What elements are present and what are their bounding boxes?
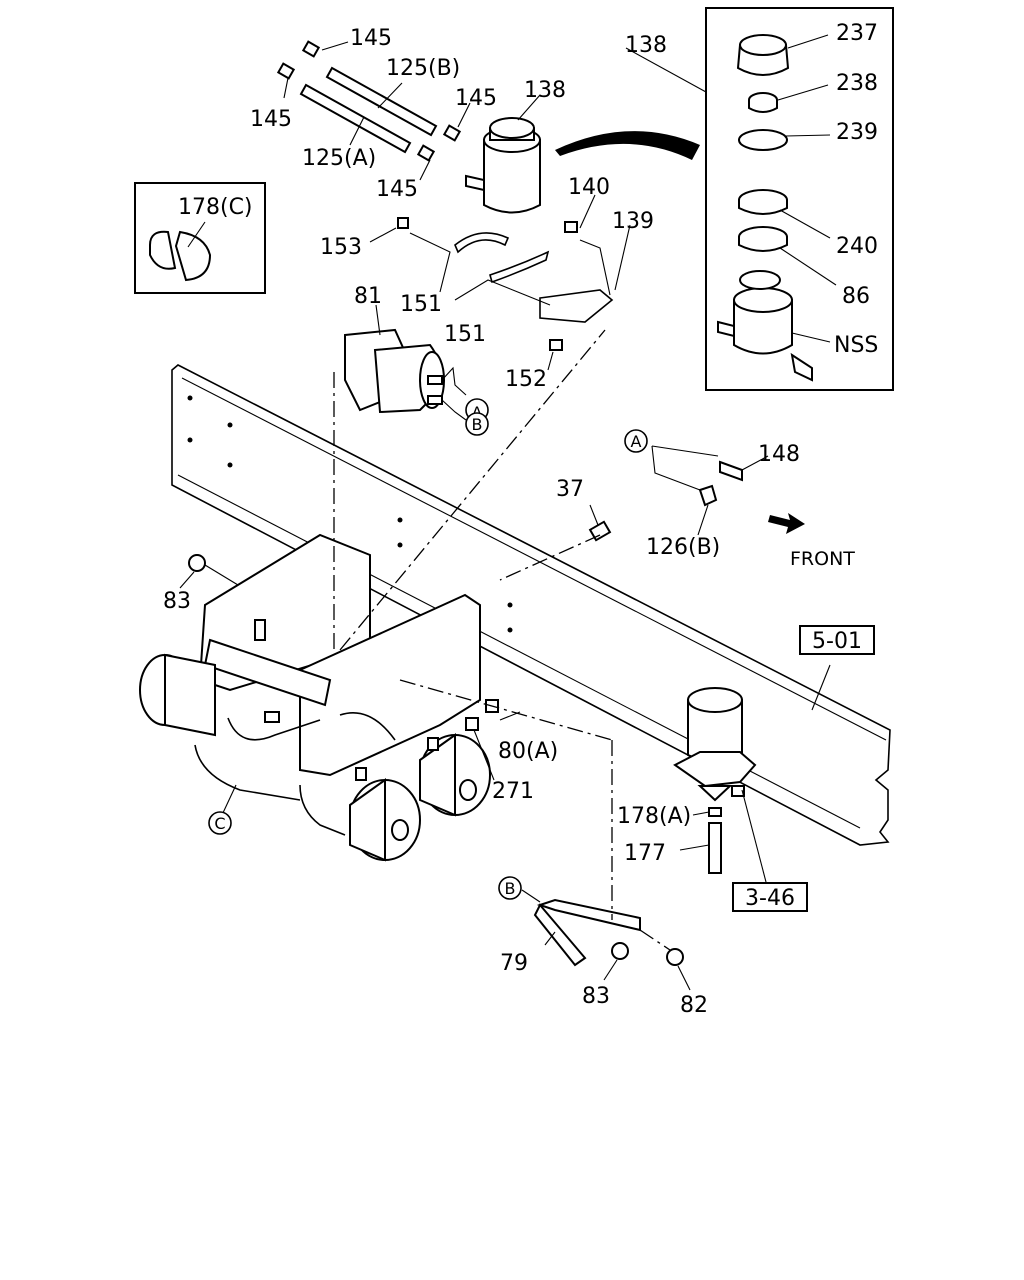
callout-178c: 178(C) bbox=[178, 195, 253, 220]
callout-81: 81 bbox=[354, 284, 382, 309]
callouts: 145 145 145 145 125(B) 125(A) 138 138 23… bbox=[163, 21, 878, 1018]
callout-125b: 125(B) bbox=[386, 56, 460, 81]
callout-37: 37 bbox=[556, 477, 584, 502]
air-dryer bbox=[673, 687, 757, 874]
callout-145: 145 bbox=[250, 107, 292, 132]
callout-145: 145 bbox=[376, 177, 418, 202]
callout-83: 83 bbox=[163, 589, 191, 614]
solenoid-valve bbox=[344, 328, 445, 414]
callout-145: 145 bbox=[350, 26, 392, 51]
reservoir-hoses bbox=[276, 40, 462, 162]
callout-153: 153 bbox=[320, 235, 362, 260]
reservoir-brackets bbox=[397, 217, 614, 351]
callout-125a: 125(A) bbox=[302, 146, 376, 171]
marker-b-bracket-label: B bbox=[505, 879, 516, 898]
marker-b-top: B bbox=[465, 412, 489, 436]
callout-82: 82 bbox=[680, 993, 708, 1018]
marker-c-label: C bbox=[214, 814, 225, 833]
callout-240: 240 bbox=[836, 234, 878, 259]
inset-clip-detail bbox=[134, 182, 266, 294]
callout-145: 145 bbox=[455, 86, 497, 111]
leader-lines bbox=[179, 34, 837, 991]
brake-assembly bbox=[139, 533, 491, 862]
ref-box-5-01: 5-01 bbox=[799, 625, 875, 655]
frame-rail bbox=[171, 364, 891, 846]
callout-237: 237 bbox=[836, 21, 878, 46]
callout-138: 138 bbox=[625, 33, 667, 58]
callout-nss: NSS bbox=[834, 333, 878, 358]
callout-86: 86 bbox=[842, 284, 870, 309]
marker-a-fitting-label: A bbox=[631, 432, 642, 451]
reservoir-tank bbox=[465, 117, 700, 214]
marker-b-bracket: B bbox=[498, 876, 522, 900]
bracket-79 bbox=[533, 898, 684, 967]
ref-5-01-label: 5-01 bbox=[812, 629, 862, 654]
front-arrow-icon bbox=[768, 513, 805, 534]
marker-b-top-label: B bbox=[472, 415, 483, 434]
callout-139: 139 bbox=[612, 209, 654, 234]
callout-178a: 178(A) bbox=[617, 804, 691, 829]
callout-177: 177 bbox=[624, 841, 666, 866]
callout-83: 83 bbox=[582, 984, 610, 1009]
callout-138: 138 bbox=[524, 78, 566, 103]
front-label: FRONT bbox=[790, 548, 855, 570]
marker-a-fitting: A bbox=[624, 429, 648, 453]
hardware bbox=[188, 460, 743, 731]
callout-80a: 80(A) bbox=[498, 739, 558, 764]
marker-c: C bbox=[208, 811, 232, 835]
callout-152: 152 bbox=[505, 367, 547, 392]
callout-151: 151 bbox=[400, 292, 442, 317]
callout-79: 79 bbox=[500, 951, 528, 976]
callout-126b: 126(B) bbox=[646, 535, 720, 560]
reservoir-detail bbox=[705, 7, 894, 391]
ref-3-46-label: 3-46 bbox=[745, 886, 795, 911]
callout-151: 151 bbox=[444, 322, 486, 347]
callout-238: 238 bbox=[836, 71, 878, 96]
callout-148: 148 bbox=[758, 442, 800, 467]
ref-box-3-46: 3-46 bbox=[732, 882, 808, 912]
callout-239: 239 bbox=[836, 120, 878, 145]
callout-140: 140 bbox=[568, 175, 610, 200]
callout-271: 271 bbox=[492, 779, 534, 804]
